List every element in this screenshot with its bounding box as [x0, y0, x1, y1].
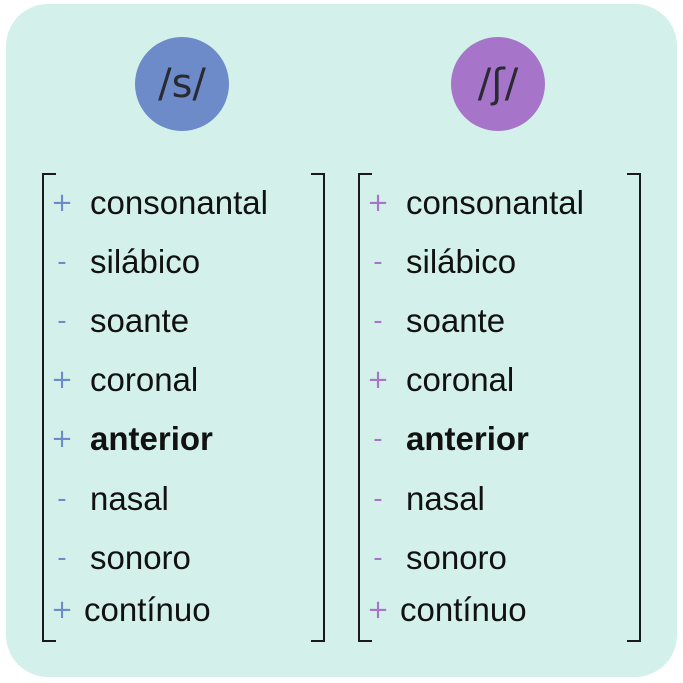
feature-row-continuo: + contínuo	[42, 590, 211, 630]
feature-row-nasal: - nasal	[42, 479, 169, 519]
feature-name: silábico	[406, 243, 517, 280]
feature-row-silabico: - silábico	[42, 242, 200, 282]
phoneme-circle-sh: /ʃ/	[451, 37, 545, 131]
feature-name: soante	[406, 302, 506, 339]
feature-row-sonoro: - sonoro	[42, 538, 191, 578]
feature-sign: -	[373, 424, 383, 454]
feature-sign: -	[373, 247, 383, 277]
feature-name: consonantal	[90, 184, 268, 221]
feature-sign: +	[51, 188, 73, 218]
phoneme-label-s: /s/	[158, 61, 206, 107]
feature-sign: +	[51, 595, 73, 625]
feature-sign: +	[367, 188, 389, 218]
feature-sign: -	[373, 484, 383, 514]
feature-row-consonantal: + consonantal	[42, 183, 268, 223]
feature-name: nasal	[406, 480, 485, 517]
left-bracket	[42, 173, 56, 642]
feature-name: silábico	[90, 243, 201, 280]
feature-sign: +	[51, 365, 73, 395]
feature-row-consonantal: + consonantal	[358, 183, 584, 223]
feature-sign: -	[373, 306, 383, 336]
feature-name: coronal	[406, 361, 515, 398]
diagram-card	[6, 4, 677, 677]
feature-name-highlighted: anterior	[90, 420, 213, 457]
phoneme-circle-s: /s/	[135, 37, 229, 131]
feature-name: sonoro	[90, 539, 191, 576]
feature-matrix-sh: + consonantal - silábico - soante + coro…	[358, 173, 641, 642]
feature-row-anterior: + anterior	[42, 419, 213, 459]
feature-row-nasal: - nasal	[358, 479, 485, 519]
feature-row-soante: - soante	[42, 301, 189, 341]
feature-row-continuo: + contínuo	[358, 590, 527, 630]
feature-sign: -	[57, 247, 67, 277]
feature-row-sonoro: - sonoro	[358, 538, 507, 578]
feature-name: nasal	[90, 480, 169, 517]
right-bracket	[311, 173, 325, 642]
feature-row-soante: - soante	[358, 301, 505, 341]
right-bracket	[627, 173, 641, 642]
feature-sign: -	[57, 306, 67, 336]
feature-sign: +	[367, 595, 389, 625]
feature-sign: -	[373, 543, 383, 573]
feature-row-coronal: + coronal	[42, 360, 198, 400]
left-bracket	[358, 173, 372, 642]
feature-name: soante	[90, 302, 190, 339]
feature-sign: +	[367, 365, 389, 395]
feature-row-anterior: - anterior	[358, 419, 529, 459]
feature-name: sonoro	[406, 539, 507, 576]
feature-name-highlighted: anterior	[406, 420, 529, 457]
feature-sign: -	[57, 484, 67, 514]
feature-row-silabico: - silábico	[358, 242, 516, 282]
feature-name: consonantal	[406, 184, 584, 221]
phoneme-label-sh: /ʃ/	[477, 61, 519, 107]
feature-name: contínuo	[84, 591, 211, 628]
feature-matrix-s: + consonantal - silábico - soante + coro…	[42, 173, 325, 642]
feature-row-coronal: + coronal	[358, 360, 514, 400]
feature-name: coronal	[90, 361, 199, 398]
feature-name: contínuo	[400, 591, 527, 628]
feature-sign: +	[51, 424, 73, 454]
feature-sign: -	[57, 543, 67, 573]
